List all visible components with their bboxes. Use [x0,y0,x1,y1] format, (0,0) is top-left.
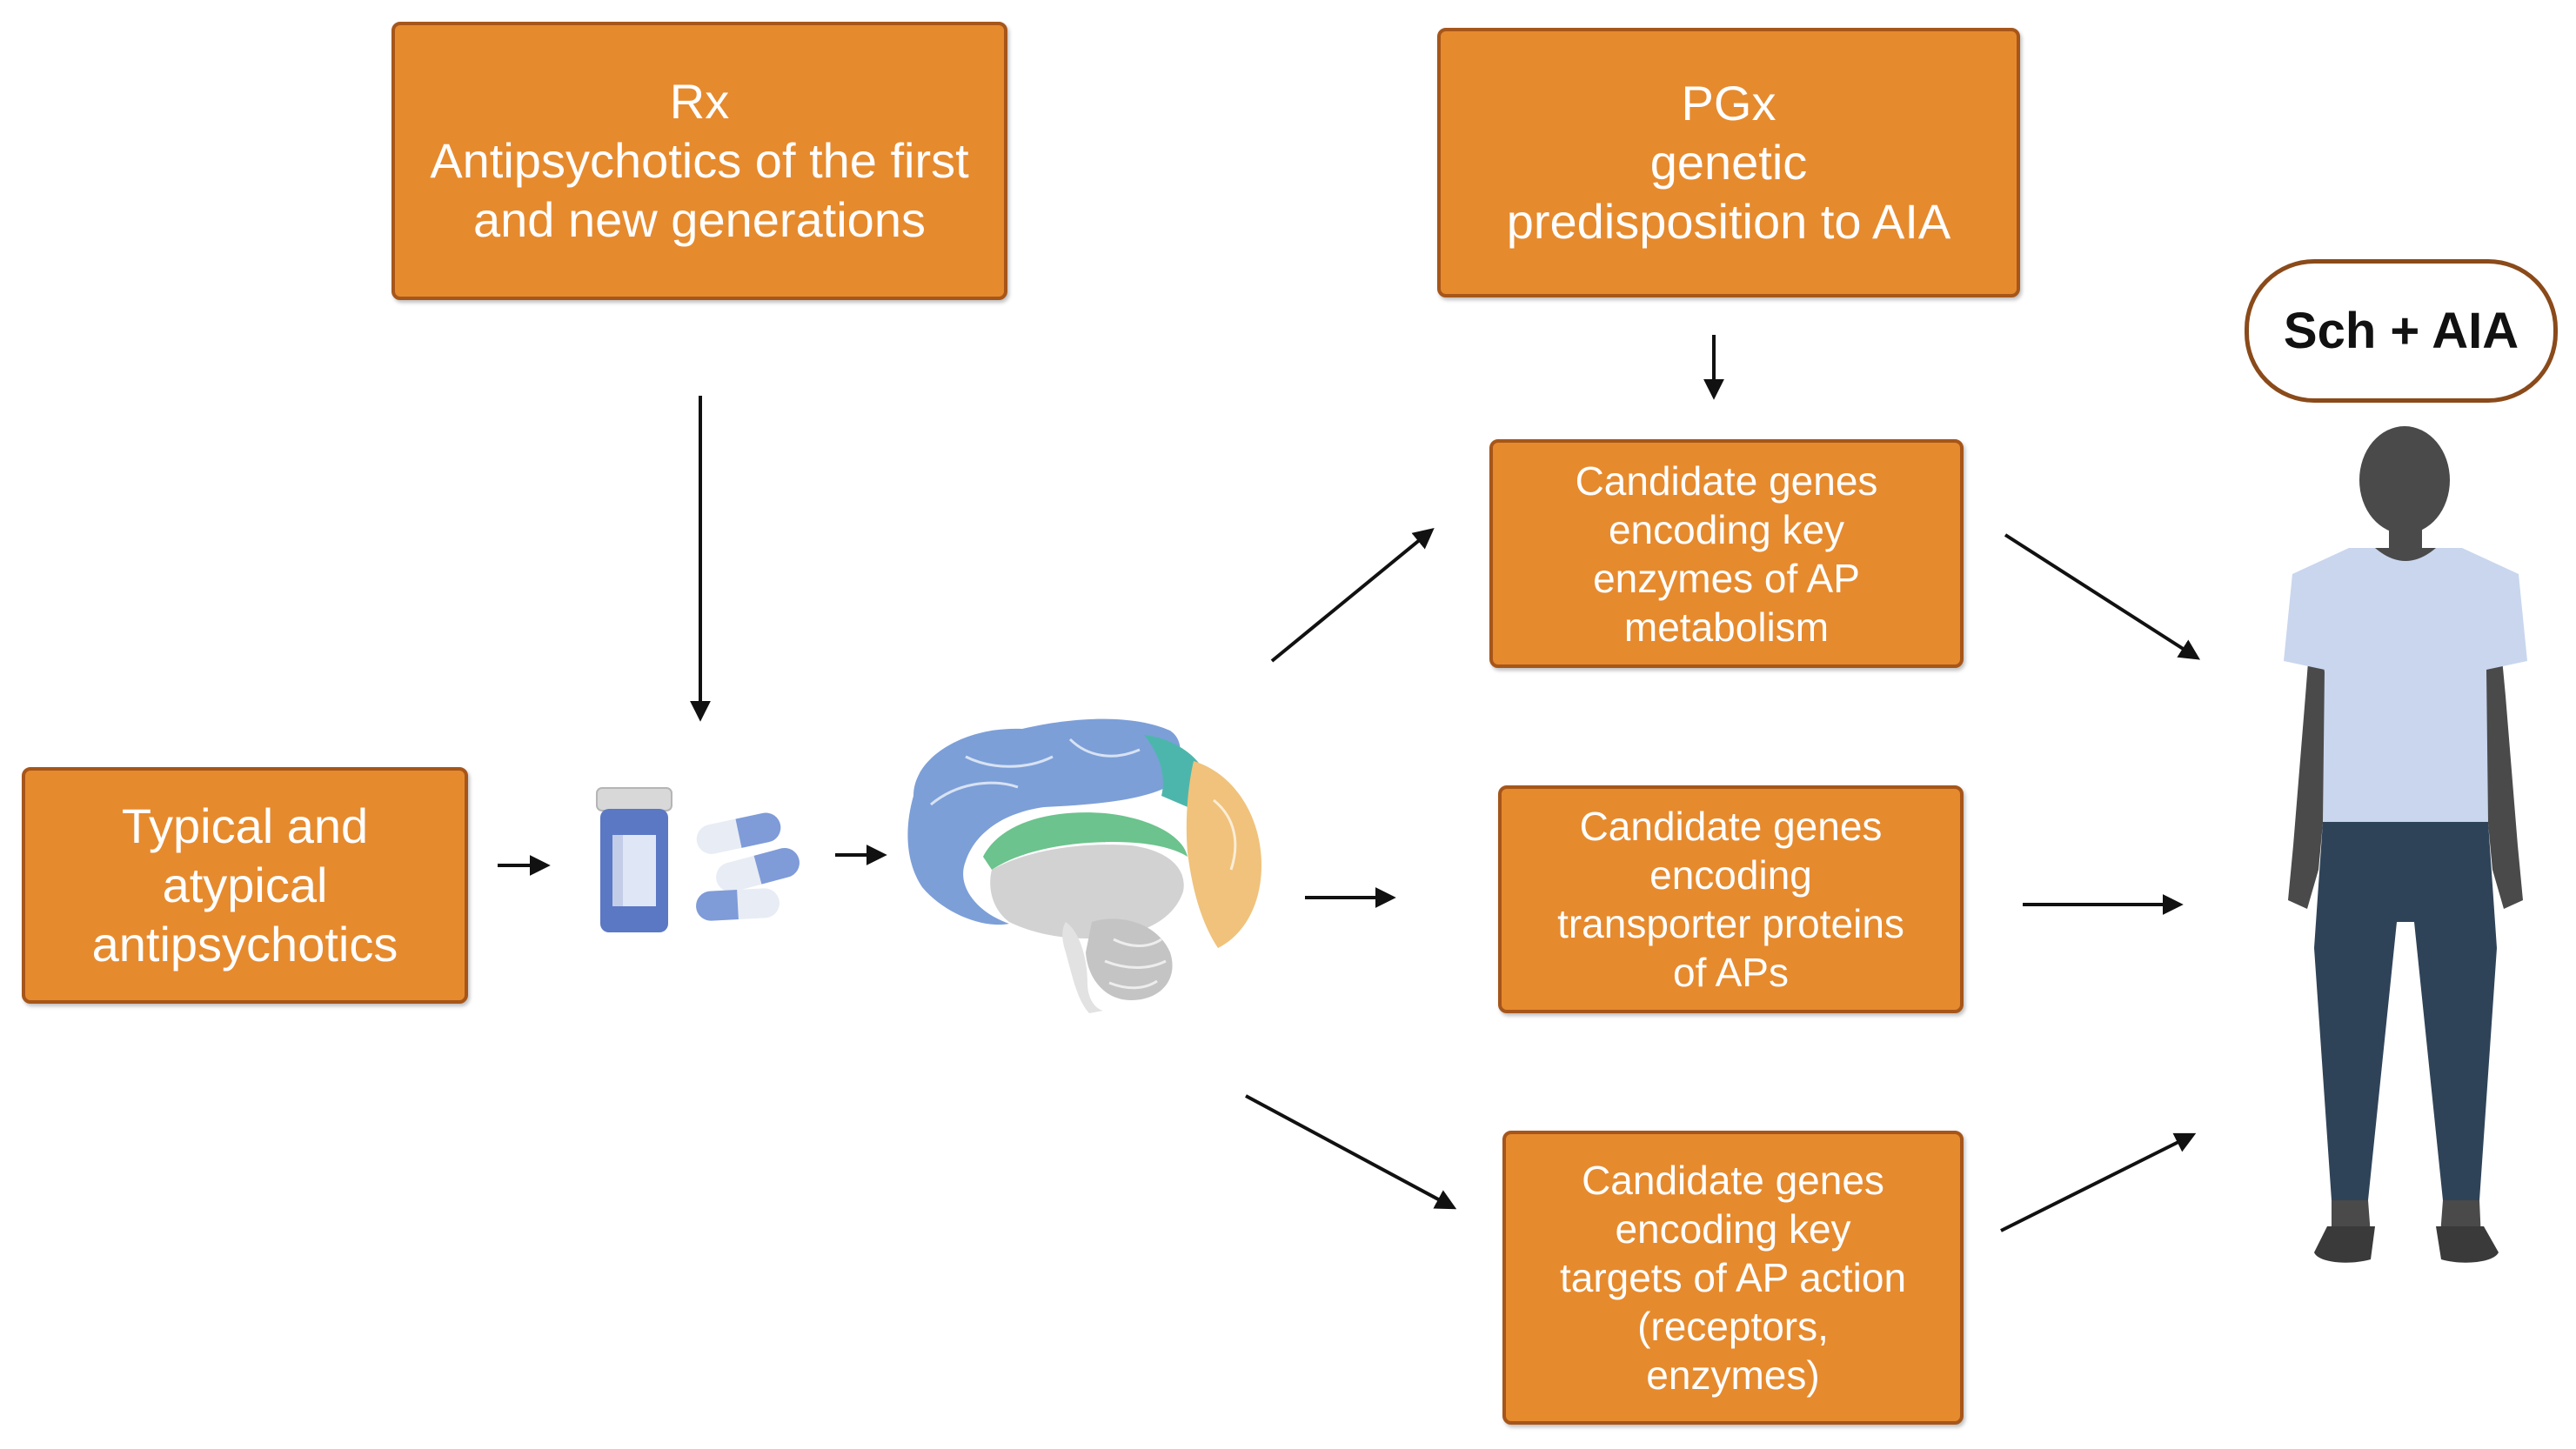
rx-box-line: and new generations [473,192,926,247]
targets-box-line: (receptors, [1637,1304,1829,1349]
enzymes-box-line: encoding key [1608,506,1845,552]
transporters-genes-box: Candidate genes encoding transporter pro… [1498,785,1964,1013]
targets-box-line: Candidate genes [1582,1158,1884,1203]
enzymes-box-line: Candidate genes [1575,457,1878,504]
rx-box-line: Rx [669,74,730,129]
arrow-brain-to-enzymes [1270,527,1435,663]
arrows [498,335,2201,1232]
typical-box-line: atypical [162,858,328,912]
typical-atypical-box: Typical and atypical antipsychotics [22,767,468,1004]
brain-sagittal-section-icon [907,718,1261,1013]
targets-box-line: enzymes) [1646,1352,1820,1398]
pgx-box-line: PGx [1681,76,1776,130]
transporters-box-line: Candidate genes [1579,804,1883,849]
pill-bottle-and-capsules-icon [596,787,800,932]
rx-box: Rx Antipsychotics of the first and new g… [391,22,1007,300]
pgx-box-line: predisposition to AIA [1506,194,1951,249]
arrow-brain-to-targets [1245,1094,1457,1210]
transporters-box-line: of APs [1673,950,1789,995]
targets-box-line: targets of AP action [1559,1255,1907,1300]
typical-box-line: Typical and [121,798,369,853]
transporters-box-line: transporter proteins [1557,901,1904,946]
arrow-enzymes-to-person [2004,533,2201,660]
pgx-box-line: genetic [1649,135,1808,190]
person-silhouette-icon [2284,426,2527,1263]
targets-genes-box: Candidate genes encoding key targets of … [1502,1131,1964,1425]
enzymes-box-line: enzymes of AP [1593,555,1860,601]
rx-box-line: Antipsychotics of the first [430,133,969,188]
typical-box-line: antipsychotics [91,917,398,972]
arrow-targets-to-person [2000,1132,2197,1232]
outcome-label: Sch + AIA [2245,259,2558,403]
enzymes-genes-box: Candidate genes encoding key enzymes of … [1489,439,1964,668]
targets-box-line: encoding key [1615,1206,1851,1252]
enzymes-box-line: metabolism [1623,604,1830,650]
transporters-box-line: encoding [1649,852,1812,898]
pgx-box: PGx genetic predisposition to AIA [1437,28,2020,297]
